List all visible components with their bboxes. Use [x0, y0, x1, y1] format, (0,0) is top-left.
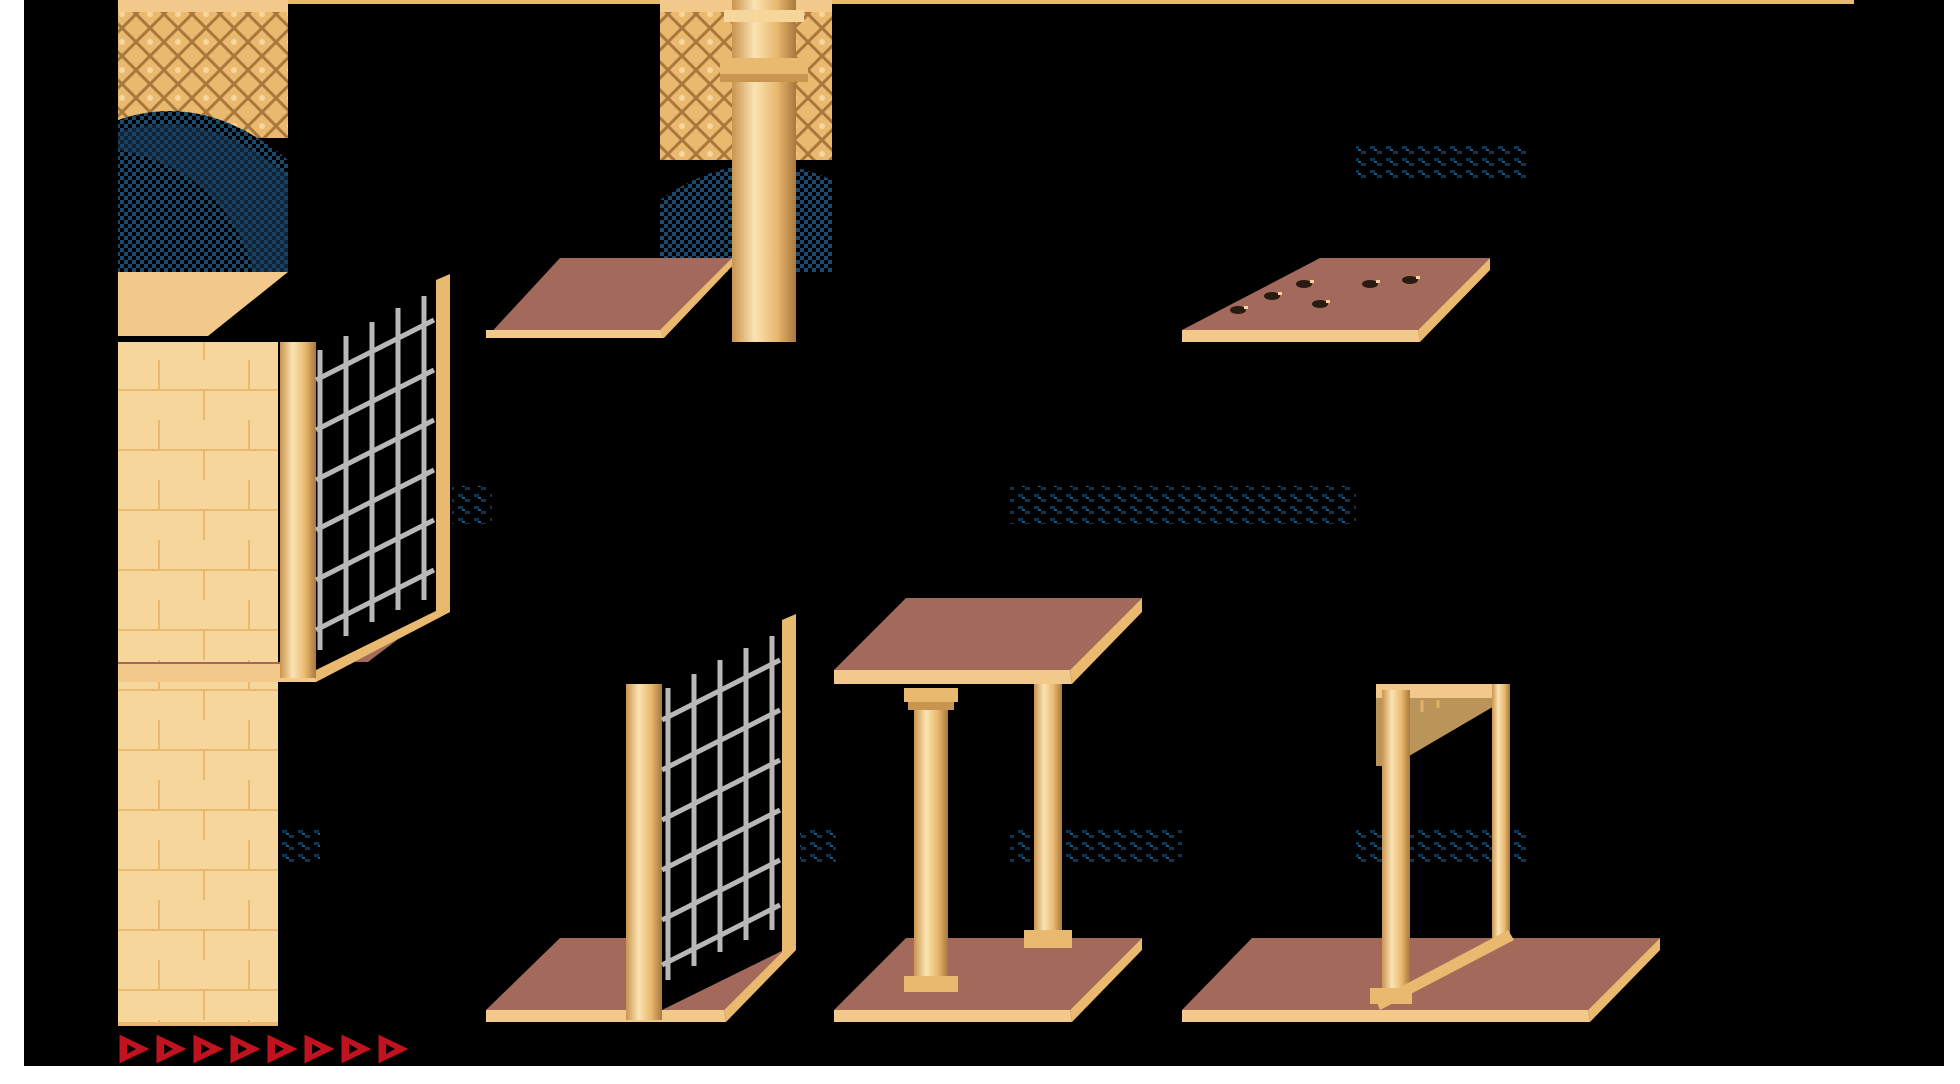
health-triangle-icon — [230, 1034, 260, 1064]
arch-with-pillar — [486, 0, 832, 342]
ceiling-edge — [118, 0, 1854, 4]
health-triangle-icon — [378, 1034, 408, 1064]
dungeon-room-scene — [118, 0, 1854, 1026]
health-triangle-icon — [267, 1034, 297, 1064]
arch-left — [118, 0, 288, 336]
exit-doorway — [1182, 684, 1660, 1022]
health-triangle-icon — [119, 1034, 149, 1064]
double-pillars — [834, 598, 1142, 1022]
health-bar — [118, 1034, 408, 1064]
wall-pattern — [452, 486, 492, 524]
floor-tile — [118, 600, 450, 682]
left-wall-block — [118, 342, 278, 1022]
gate-left-upper — [280, 274, 450, 678]
game-screen — [24, 0, 1944, 1066]
floor-tile — [486, 258, 732, 338]
health-triangle-icon — [304, 1034, 334, 1064]
health-triangle-icon — [193, 1034, 223, 1064]
health-triangle-icon — [156, 1034, 186, 1064]
gate-middle-lower — [486, 614, 796, 1022]
wall-pattern — [1010, 486, 1356, 524]
loose-floor-tile — [1182, 258, 1490, 342]
wall-pattern — [1356, 146, 1528, 182]
wall-pattern — [280, 826, 320, 864]
pillar — [732, 0, 796, 342]
health-triangle-icon — [341, 1034, 371, 1064]
wall-pattern — [800, 826, 836, 864]
